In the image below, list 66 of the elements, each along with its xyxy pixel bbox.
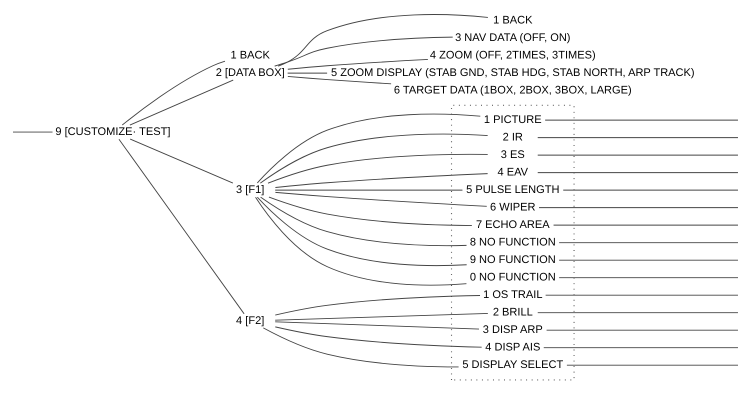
connector — [118, 138, 245, 314]
connector — [562, 189, 738, 190]
node-text: 2 BRILL — [492, 306, 533, 318]
connector — [274, 189, 463, 190]
connector — [558, 259, 738, 260]
connector — [129, 79, 234, 126]
node-text: 1 OS TRAIL — [483, 288, 542, 301]
node-text: 3 DISP ARP — [482, 324, 543, 336]
node-text: 4 [F2] — [236, 314, 264, 326]
connector — [274, 294, 480, 315]
node-text: 9 [CUSTOMIZE· TEST] — [55, 125, 170, 138]
node-text: 3 ES — [500, 148, 525, 160]
connector — [544, 119, 738, 120]
connector — [566, 364, 738, 366]
connector — [553, 224, 738, 226]
connector — [287, 72, 328, 74]
node-text: 1 PICTURE — [484, 113, 542, 126]
connector — [122, 60, 226, 125]
connector — [287, 58, 428, 70]
node-text: 1 BACK — [230, 48, 270, 61]
node-text: 3 [F1] — [236, 183, 264, 196]
connector — [256, 196, 468, 266]
connector — [558, 276, 738, 278]
node-text: 6 TARGET DATA (1BOX, 2BOX, 3BOX, LARGE) — [394, 84, 632, 96]
connector — [260, 196, 467, 246]
connector — [262, 326, 460, 367]
node-text: 8 NO FUNCTION — [470, 236, 556, 248]
node-text: 9 NO FUNCTION — [470, 254, 556, 266]
node-text: 2 IR — [502, 130, 523, 143]
connector — [287, 75, 392, 84]
connector — [537, 154, 738, 156]
connector — [558, 242, 738, 243]
connector — [537, 136, 738, 138]
connector — [545, 294, 738, 296]
connector — [543, 346, 738, 348]
connector — [537, 312, 738, 313]
connector — [256, 113, 481, 183]
connector — [274, 326, 482, 348]
node-text: 0 NO FUNCTION — [470, 271, 556, 284]
node-text: 2 [DATA BOX] — [216, 66, 285, 78]
connector — [538, 206, 738, 208]
node-text: 3 NAV DATA (OFF, ON) — [455, 31, 570, 44]
connector — [130, 138, 234, 184]
connector — [268, 153, 488, 184]
connector — [274, 172, 488, 188]
node-text: 4 DISP AIS — [485, 341, 540, 354]
node-text: 4 EAV — [498, 166, 528, 178]
connector — [12, 131, 53, 132]
node-text: 5 PULSE LENGTH — [466, 183, 560, 196]
node-text: 7 ECHO AREA — [476, 218, 550, 231]
node-text: 5 DISPLAY SELECT — [462, 358, 564, 371]
connector — [260, 133, 488, 184]
connector — [537, 172, 738, 173]
node-text: 4 ZOOM (OFF, 2TIMES, 3TIMES) — [430, 48, 596, 61]
connector — [274, 320, 480, 329]
cluster — [450, 104, 575, 380]
connector — [274, 191, 488, 206]
connector — [268, 196, 472, 226]
node-text: 6 WIPER — [490, 200, 536, 213]
connector — [255, 196, 467, 286]
connector — [274, 312, 488, 320]
node-text: 1 BACK — [493, 14, 532, 26]
connector — [546, 329, 738, 330]
node-text: 5 ZOOM DISPLAY (STAB GND, STAB HDG, STAB NORTH, ARP TRACK) — [330, 66, 695, 78]
connector — [278, 14, 488, 66]
connector — [274, 36, 454, 66]
